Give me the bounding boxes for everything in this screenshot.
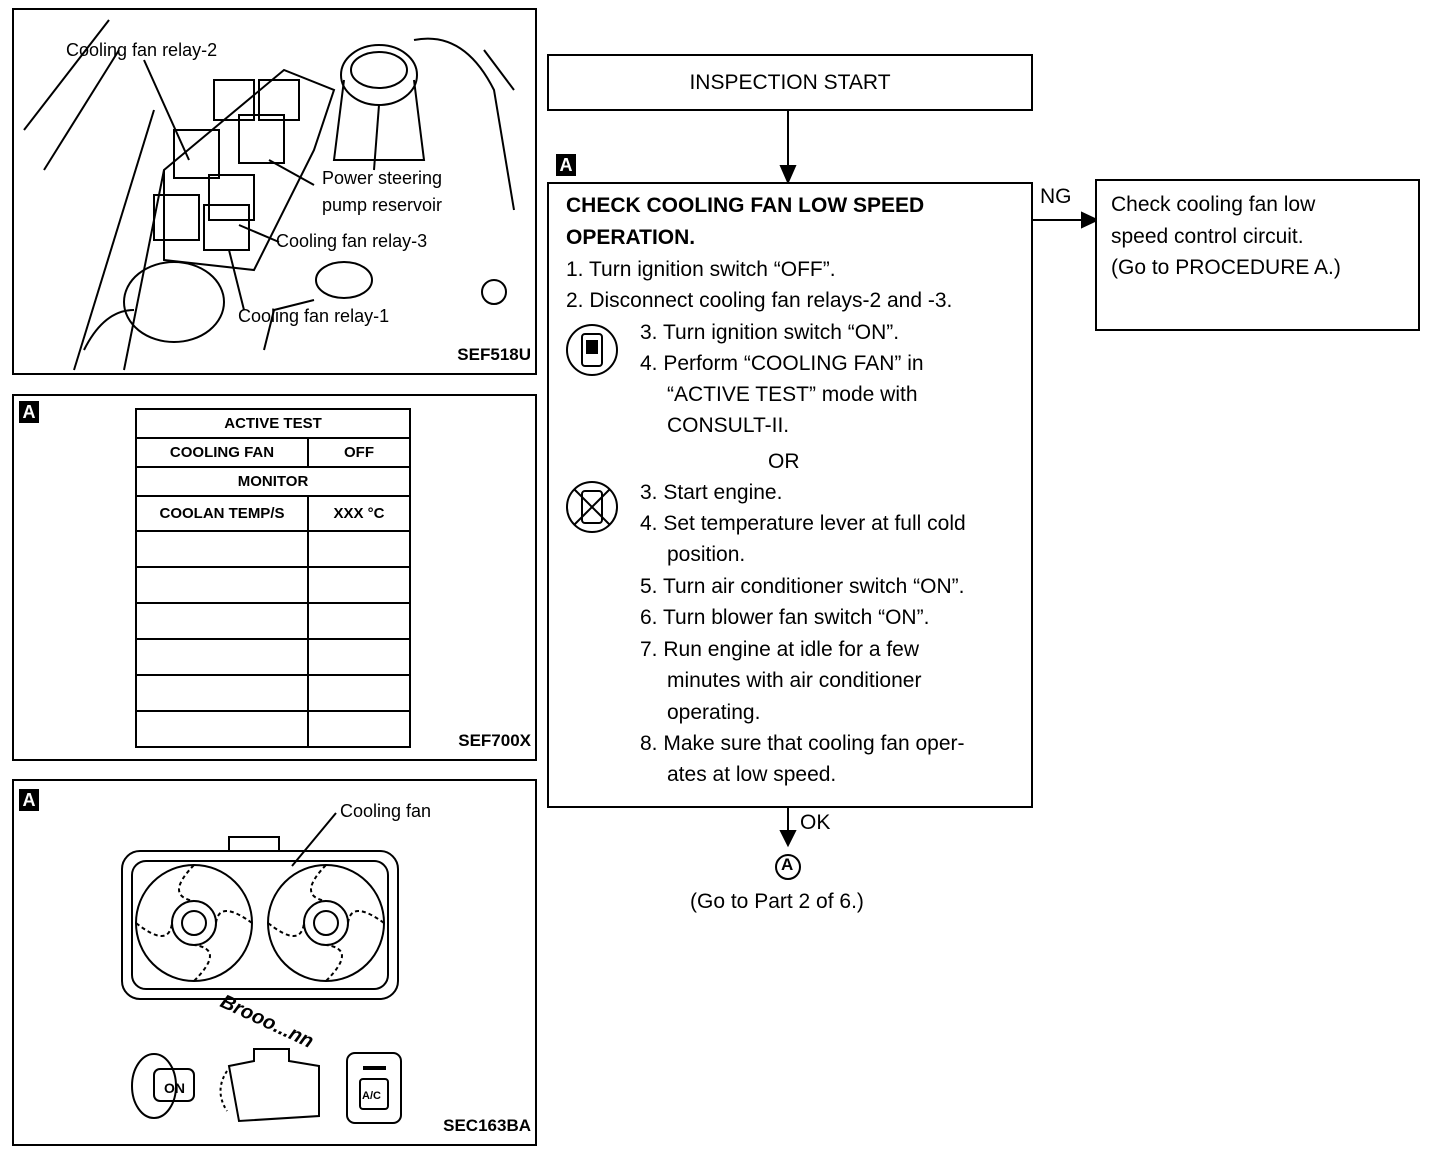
ng-label: NG [1040, 185, 1072, 208]
or-divider: OR [768, 450, 800, 473]
table-cell [307, 710, 411, 748]
step-title-line1: CHECK COOLING FAN LOW SPEED [566, 194, 925, 217]
engine-step-7a: 7. Run engine at idle for a few [640, 638, 920, 661]
consult-step-3: 3. Turn ignition switch “ON”. [640, 321, 900, 344]
step-title-line2: OPERATION. [566, 226, 696, 249]
figure-cooling-fan: A Cooling fan [12, 779, 537, 1146]
engine-step-4a: 4. Set temperature lever at full cold [640, 512, 966, 535]
figure-relay-location: Cooling fan relay-2 Power steering pump … [12, 8, 537, 375]
consult-step-4a: 4. Perform “COOLING FAN” in [640, 352, 924, 375]
consult-step-4b: “ACTIVE TEST” mode with [667, 383, 918, 406]
cooling-fan-illustration: Brooo...nn ON A/C [121, 812, 402, 1124]
label-relay-1: Cooling fan relay-1 [238, 306, 390, 326]
step-2: 2. Disconnect cooling fan relays-2 and -… [566, 289, 953, 312]
engine-step-3: 3. Start engine. [640, 481, 783, 504]
table-cell [135, 674, 309, 712]
consult-step-4c: CONSULT-II. [667, 414, 790, 437]
label-cooling-fan: Cooling fan [340, 801, 432, 821]
ng-line-2: speed control circuit. [1111, 225, 1304, 248]
coolant-temp-value: XXX °C [307, 495, 411, 532]
table-cell [307, 638, 411, 676]
coolant-temp-label: COOLAN TEMP/S [135, 495, 309, 532]
engine-step-6: 6. Turn blower fan switch “ON”. [640, 606, 930, 629]
engine-step-7c: operating. [667, 701, 761, 724]
consult-icon [566, 324, 618, 376]
goto-part-2: (Go to Part 2 of 6.) [690, 890, 864, 913]
label-relay-2: Cooling fan relay-2 [66, 40, 218, 60]
ok-label: OK [800, 811, 831, 834]
section-tag: A [19, 789, 39, 811]
cooling-fan-value: OFF [307, 437, 411, 468]
inspection-start-box: INSPECTION START [547, 54, 1033, 111]
label-power-steering: Power steering [322, 168, 443, 188]
ng-result-box [1095, 179, 1420, 331]
monitor-header: MONITOR [135, 466, 411, 497]
engine-step-4b: position. [667, 543, 746, 566]
section-tag: A [19, 401, 39, 423]
engine-step-8b: ates at low speed. [667, 763, 837, 786]
ignition-on-text: ON [164, 1080, 185, 1096]
table-cell [135, 566, 309, 604]
figure-code: SEF700X [458, 731, 531, 750]
check-step-box [547, 182, 1033, 808]
label-relay-3: Cooling fan relay-3 [276, 231, 428, 251]
ac-button-text: A/C [362, 1090, 381, 1102]
engine-step-8a: 8. Make sure that cooling fan oper- [640, 732, 965, 755]
engine-bay-illustration [23, 19, 515, 371]
inspection-start-text: INSPECTION START [689, 71, 891, 94]
figure-code: SEC163BA [443, 1116, 531, 1135]
active-test-header: ACTIVE TEST [135, 408, 411, 439]
table-cell [307, 530, 411, 568]
ng-line-3: (Go to PROCEDURE A.) [1111, 256, 1341, 279]
table-cell [135, 638, 309, 676]
step-1: 1. Turn ignition switch “OFF”. [566, 258, 836, 281]
table-cell [135, 602, 309, 640]
ng-line-1: Check cooling fan low [1111, 193, 1316, 216]
table-cell [307, 674, 411, 712]
step-tag: A [556, 154, 576, 176]
connector-a: A [781, 855, 794, 874]
table-cell [307, 566, 411, 604]
label-pump-reservoir: pump reservoir [322, 195, 443, 215]
table-cell [135, 710, 309, 748]
table-cell [307, 602, 411, 640]
engine-step-7b: minutes with air conditioner [667, 669, 922, 692]
cooling-fan-label: COOLING FAN [135, 437, 309, 468]
table-cell [135, 530, 309, 568]
no-consult-icon [566, 481, 618, 533]
figure-code: SEF518U [457, 345, 531, 364]
engine-step-5: 5. Turn air conditioner switch “ON”. [640, 575, 965, 598]
